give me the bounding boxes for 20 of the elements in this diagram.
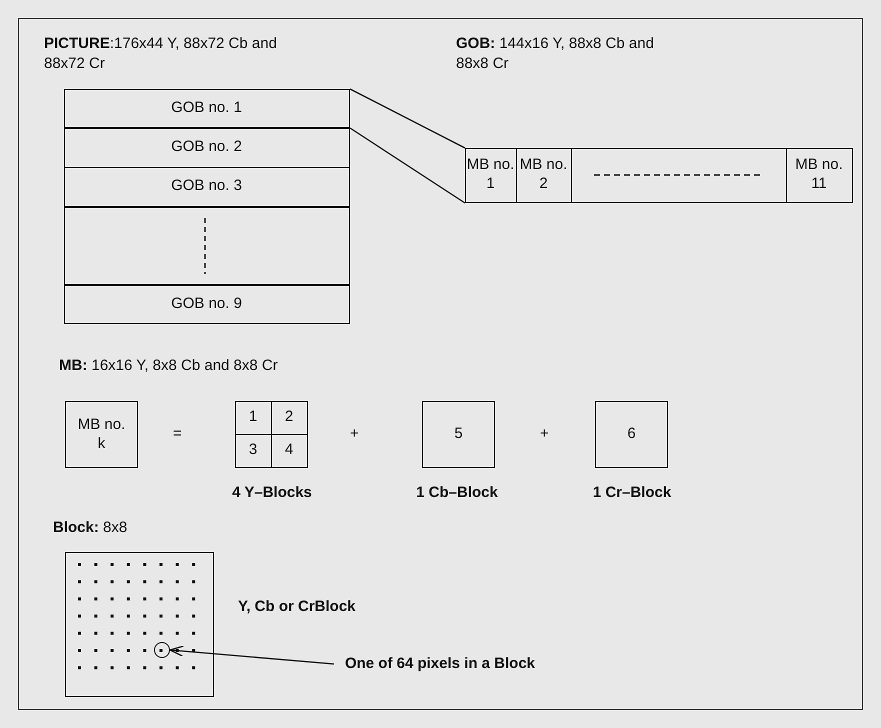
heading-text: Block: 8x8 [53,518,128,538]
block-caption: Y, Cb or CrBlock [238,598,356,615]
operator-sign: + [350,424,359,444]
labeled-box: 5 [422,401,495,468]
operator-sign: + [540,424,549,444]
heading-text: PICTURE:176x44 Y, 88x72 Cb and 88x72 Cr [44,34,278,74]
labeled-box: 6 [595,401,668,468]
heading-text: GOB: 144x16 Y, 88x8 Cb and 88x8 Cr [456,34,655,74]
annotation-text: One of 64 pixels in a Block [340,652,540,676]
pixel-circle [154,642,170,658]
zoom-line [350,127,466,204]
outline-box [64,206,350,284]
block-caption: 4 Y–Blocks [231,484,313,501]
heading-text: MB: 16x16 Y, 8x8 Cb and 8x8 Cr [59,356,279,376]
block-caption: 1 Cr–Block [592,484,672,501]
zoom-line [350,88,466,149]
operator-sign: = [173,424,182,444]
block-caption: 1 Cb–Block [415,484,499,501]
leader-arrow [169,645,334,665]
labeled-box: MB no. k [65,401,138,468]
